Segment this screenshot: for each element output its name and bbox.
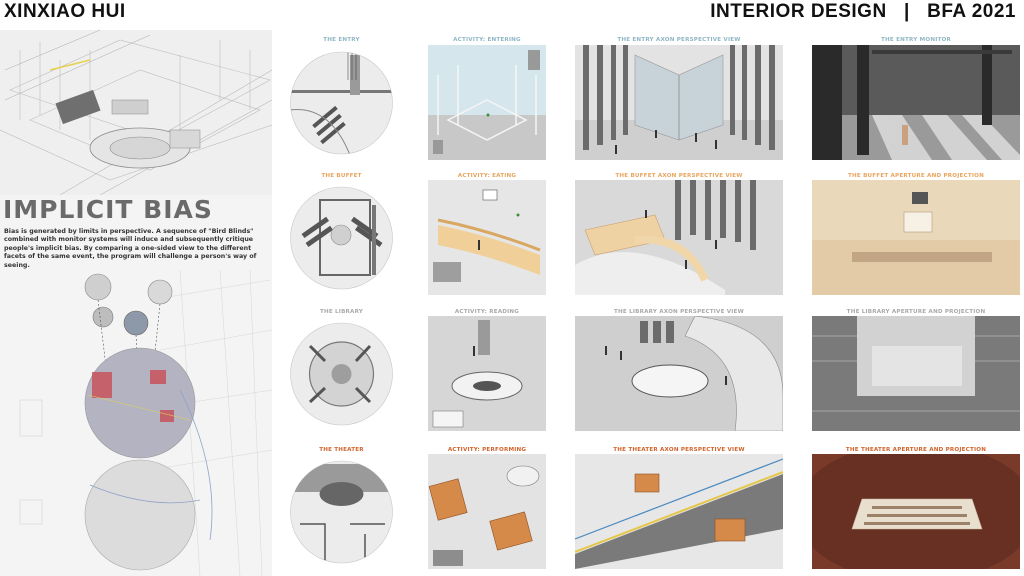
- caption-theater-view: THE THEATER APERTURE AND PROJECTION: [845, 447, 987, 453]
- thumb-circle-2: [147, 279, 173, 305]
- thumb-circle-4: [92, 306, 114, 328]
- plan-circle-theater: [290, 460, 393, 564]
- project-description: Bias is generated by limits in perspecti…: [4, 228, 257, 269]
- caption-entry-activity: ACTIVITY: ENTERING: [453, 37, 521, 43]
- plan-circle-buffet: [290, 186, 393, 290]
- render-theater-projection: [812, 454, 1020, 569]
- activity-diagram-entry: [428, 45, 546, 160]
- site-axonometric-drawing: [0, 30, 272, 195]
- caption-theater-activity: ACTIVITY: PERFORMING: [447, 447, 527, 453]
- project-title: IMPLICIT BIAS: [3, 195, 213, 224]
- activity-diagram-library: [428, 316, 546, 431]
- caption-buffet-view: THE BUFFET APERTURE AND PROJECTION: [848, 173, 984, 179]
- caption-library-plan: THE LIBRARY: [319, 309, 364, 315]
- caption-theater-perspective: THE THEATER AXON PERSPECTIVE VIEW: [613, 447, 745, 453]
- author-name: XINXIAO HUI: [4, 1, 126, 22]
- axon-view-theater: [575, 454, 783, 569]
- caption-buffet-perspective: THE BUFFET AXON PERSPECTIVE VIEW: [615, 173, 743, 179]
- axon-view-buffet: [575, 180, 783, 295]
- axon-view-library: [575, 316, 783, 431]
- plan-circle-library: [290, 322, 393, 426]
- site-map-diagram: [0, 270, 272, 576]
- map-circle-upper: [84, 347, 196, 459]
- activity-diagram-theater: [428, 454, 546, 569]
- plan-circle-entry: [290, 51, 393, 155]
- caption-entry-view: THE ENTRY MONITOR: [881, 37, 951, 43]
- activity-diagram-buffet: [428, 180, 546, 295]
- caption-buffet-plan: THE BUFFET: [321, 173, 362, 179]
- caption-entry-plan: THE ENTRY: [323, 37, 360, 43]
- program-label: INTERIOR DESIGN | BFA 2021: [710, 1, 1016, 22]
- caption-library-view: THE LIBRARY APERTURE AND PROJECTION: [846, 309, 986, 315]
- render-entry-monitor: [812, 45, 1020, 160]
- caption-entry-perspective: THE ENTRY AXON PERSPECTIVE VIEW: [617, 37, 741, 43]
- thumb-circle-1: [84, 273, 112, 301]
- left-panel: IMPLICIT BIAS Bias is generated by limit…: [0, 30, 272, 576]
- axon-view-entry: [575, 45, 783, 160]
- caption-buffet-activity: ACTIVITY: EATING: [457, 173, 517, 179]
- map-circle-lower: [84, 459, 196, 571]
- render-buffet-projection: [812, 180, 1020, 295]
- render-library-projection: [812, 316, 1020, 431]
- thumb-circle-3: [123, 310, 149, 336]
- caption-library-perspective: THE LIBRARY AXON PERSPECTIVE VIEW: [614, 309, 744, 315]
- header-bar: XINXIAO HUI INTERIOR DESIGN | BFA 2021: [0, 0, 1024, 28]
- caption-theater-plan: THE THEATER: [319, 447, 364, 453]
- caption-library-activity: ACTIVITY: READING: [454, 309, 520, 315]
